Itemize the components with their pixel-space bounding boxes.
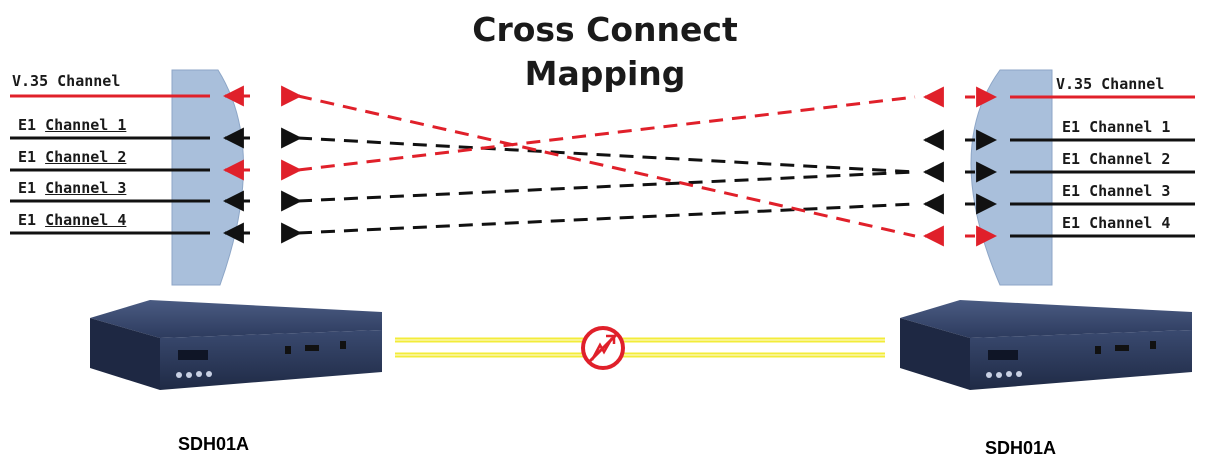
left-e1-1-prefix: E1 [18, 116, 45, 134]
left-e1-4-label: E1 Channel 4 [18, 211, 126, 229]
left-e1-2-prefix: E1 [18, 148, 45, 166]
mapping-v35-right [298, 97, 915, 170]
left-e1-2-label: E1 Channel 2 [18, 148, 126, 166]
left-channel-panel [172, 70, 244, 285]
left-v35-label: V.35 Channel [12, 72, 120, 90]
right-channel-panel [971, 70, 1052, 285]
mapping-e1-4 [298, 204, 915, 233]
left-e1-3-label: E1 Channel 3 [18, 179, 126, 197]
no-wireless-icon [583, 328, 623, 368]
mapping-e1-1 [298, 138, 915, 172]
link-cable [395, 340, 885, 355]
title-line-2: Mapping [395, 52, 815, 96]
left-e1-3-suffix: Channel 3 [45, 179, 126, 197]
left-device-label: SDH01A [178, 434, 249, 455]
right-v35-label: V.35 Channel [1056, 75, 1164, 93]
right-e1-3-label: E1 Channel 3 [1062, 182, 1170, 200]
mapping-e1-3 [298, 172, 915, 201]
right-e1-2-label: E1 Channel 2 [1062, 150, 1170, 168]
left-e1-1-suffix: Channel 1 [45, 116, 126, 134]
mapping-v35-left [298, 96, 915, 236]
left-e1-1-label: E1 Channel 1 [18, 116, 126, 134]
right-device [900, 300, 1192, 390]
left-e1-4-prefix: E1 [18, 211, 45, 229]
left-e1-2-suffix: Channel 2 [45, 148, 126, 166]
left-v35-label-text: V.35 Channel [12, 72, 120, 90]
left-device [90, 300, 382, 390]
right-e1-4-label: E1 Channel 4 [1062, 214, 1170, 232]
title-line-1: Cross Connect [395, 8, 815, 52]
left-e1-3-prefix: E1 [18, 179, 45, 197]
right-device-label: SDH01A [985, 438, 1056, 459]
left-e1-4-suffix: Channel 4 [45, 211, 126, 229]
diagram-title: Cross Connect Mapping [395, 8, 815, 96]
right-e1-1-label: E1 Channel 1 [1062, 118, 1170, 136]
